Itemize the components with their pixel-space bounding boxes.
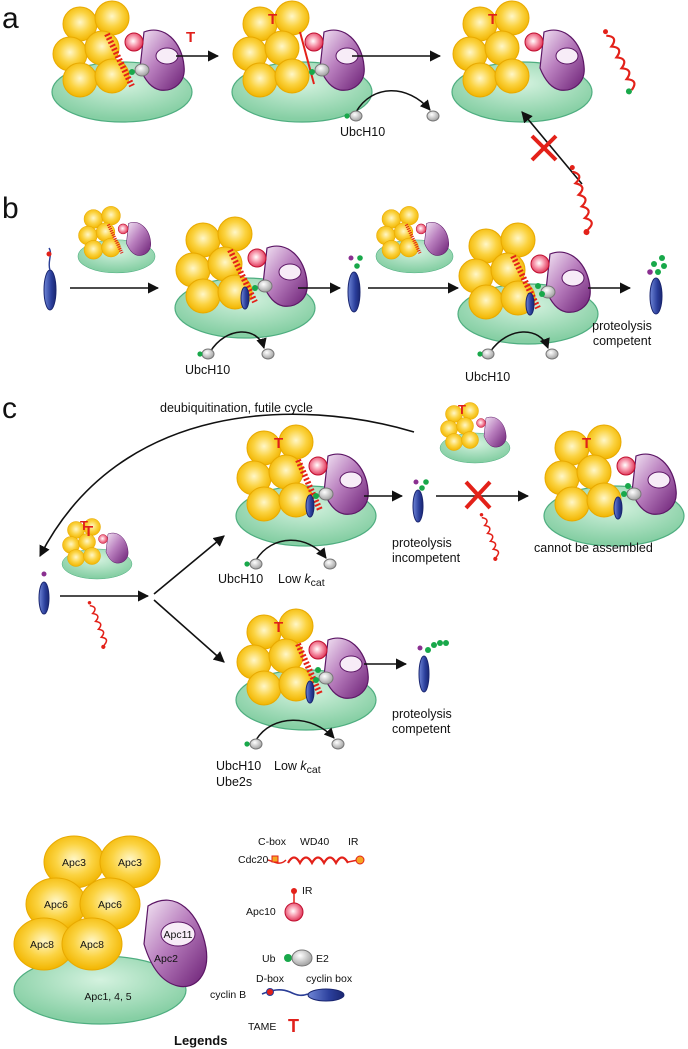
legend-cyclin-b: cyclin B D-box cyclin box [210, 973, 353, 1002]
cdc20-free-a [603, 29, 638, 95]
apc-complex-c-bottom: T [235, 608, 377, 731]
legend-cdc20: Cdc20 C-box WD40 IR [238, 836, 365, 866]
cyclin-box-icon [307, 988, 345, 1002]
ubch10-label-b2: UbcH10 [465, 370, 510, 384]
competent-c-line2: competent [392, 722, 451, 736]
apc-complex-a3: T [451, 0, 593, 123]
cdc20-rebinding-a [569, 165, 595, 236]
panel-c-letter: c [2, 392, 17, 425]
svg-text:T: T [582, 435, 591, 452]
panel-a-letter: a [2, 2, 19, 35]
legend-e2-label: E2 [316, 953, 329, 965]
futile-cycle-arrow [39, 413, 415, 557]
legend-apc3-a: Apc3 [62, 857, 86, 869]
dbox-icon [266, 988, 274, 996]
curved-arrow-b1 [209, 331, 267, 353]
kcat-label-c-top: Low kcat [278, 572, 325, 589]
ubch10-label-c-bottom: UbcH10 [216, 759, 261, 773]
apc-complex-b3 [457, 222, 599, 345]
legend-apc10-name: Apc10 [246, 906, 276, 918]
legend-cbox-label: C-box [258, 836, 287, 848]
curved-arrow-c-bottom [255, 719, 335, 741]
apc-complex-c-right: T [543, 424, 685, 547]
panel-b-letter: b [2, 192, 19, 225]
cyclin-b-c-mid [412, 479, 429, 523]
legend-dbox-label: D-box [256, 973, 285, 985]
apc-small-c-start: T [61, 518, 133, 580]
cbox-icon [271, 855, 279, 863]
legend-apc10: Apc10 IR [246, 885, 313, 922]
kcat-label-c-bottom: Low kcat [274, 759, 321, 776]
incompetent-line1: proteolysis [392, 536, 452, 550]
apc-small-b2 [375, 206, 454, 274]
curved-arrow-b2 [489, 331, 550, 353]
blocked-arrow-a [521, 111, 583, 185]
arrow-c-down [153, 599, 225, 663]
legend-apc6-b: Apc6 [98, 899, 122, 911]
legend-apc3-b: Apc3 [118, 857, 142, 869]
legend-ub-e2: Ub E2 [262, 949, 329, 967]
cyclin-b-ubiquitinated-b [647, 255, 667, 315]
legend-title: Legends [174, 1033, 227, 1048]
legend-tame-mark: T [288, 1016, 299, 1036]
block-cross-c [464, 480, 492, 510]
competent-c-line1: proteolysis [392, 707, 452, 721]
legend-apc10-ir-label: IR [302, 885, 313, 897]
legend-cyclinbox-label: cyclin box [306, 973, 353, 985]
legend-apc6-a: Apc6 [44, 899, 68, 911]
apc-small-b1 [77, 206, 156, 274]
legend-cyclin-name: cyclin B [210, 989, 246, 1001]
legend-apc-diagram: Apc3 Apc3 Apc6 Apc6 Apc8 Apc8 Apc11 Apc2… [13, 835, 208, 1025]
legend-tame: TAME T [248, 1016, 299, 1036]
cyclin-b-b2 [347, 255, 363, 313]
cdc20-c-mid [479, 512, 501, 561]
legend-cdc20-ir-label: IR [348, 836, 359, 848]
block-cross-a [530, 134, 558, 162]
legend-apc11: Apc11 [164, 929, 193, 941]
e2-icon [291, 949, 313, 967]
svg-text:T: T [458, 402, 466, 417]
legend-apc8-a: Apc8 [30, 939, 54, 951]
curved-arrow-a [355, 90, 431, 113]
apc-complex-b2 [174, 216, 316, 339]
apc-complex-a1 [51, 0, 193, 123]
svg-text:T: T [80, 518, 88, 533]
apc-complex-c-top: T [235, 424, 377, 547]
cdc20-free-c [87, 600, 109, 649]
legend-apc8-b: Apc8 [80, 939, 104, 951]
outcome-b-line1: proteolysis [592, 319, 652, 333]
cyclin-b-c-start [38, 571, 50, 615]
legend-tame-name: TAME [248, 1021, 276, 1033]
futile-cycle-label: deubiquitination, futile cycle [160, 401, 313, 415]
cyclin-b-competent-c [417, 640, 449, 693]
apc-complex-a2: T [231, 0, 373, 123]
apc-small-c-mid: T [439, 402, 511, 464]
ube2s-label-c-bottom: Ube2s [216, 775, 252, 789]
ubch10-label-a: UbcH10 [340, 125, 385, 139]
ubch10-label-b1: UbcH10 [185, 363, 230, 377]
svg-text:T: T [274, 619, 283, 636]
svg-text:T: T [268, 11, 277, 28]
legend-wd40-label: WD40 [300, 836, 329, 848]
ir-icon [355, 855, 365, 865]
cyclin-b-b1 [43, 247, 57, 311]
legend-apc2: Apc2 [154, 953, 178, 965]
legend-apc145: Apc1, 4, 5 [84, 991, 131, 1003]
incompetent-line2: incompetent [392, 551, 461, 565]
legend-ub-label: Ub [262, 953, 276, 965]
tame-mark-a: T [186, 29, 195, 46]
curved-arrow-c-top [255, 539, 327, 561]
arrow-c-up [153, 535, 225, 595]
svg-text:T: T [488, 11, 497, 28]
outcome-b-line2: competent [593, 334, 652, 348]
cannot-assembled-label: cannot be assembled [534, 541, 653, 555]
ubch10-label-c-top: UbcH10 [218, 572, 263, 586]
ub-icon [284, 954, 292, 962]
tame-mark-c: T [84, 523, 93, 540]
legend-cdc20-name: Cdc20 [238, 854, 269, 866]
svg-text:T: T [274, 435, 283, 452]
